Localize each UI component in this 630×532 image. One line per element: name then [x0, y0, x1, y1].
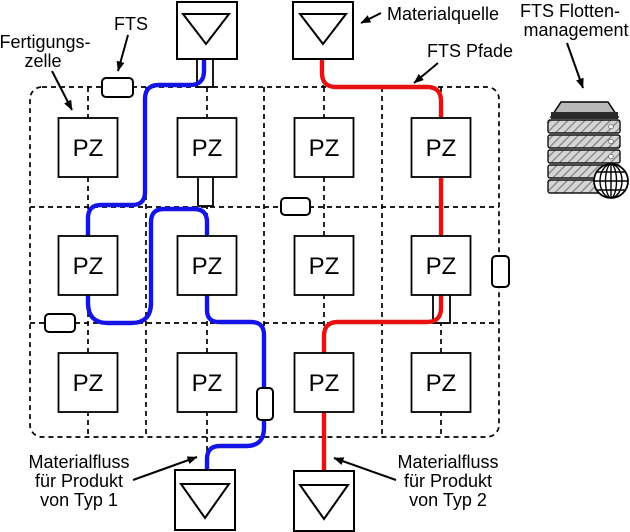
label-materialfluss-typ2: für Produkt [404, 471, 492, 491]
pz-cell-label: PZ [309, 253, 340, 280]
globe-icon [593, 163, 629, 199]
label-materialfluss-typ2: von Typ 2 [409, 490, 487, 510]
label-flottenmanagement: management [523, 20, 628, 40]
pz-cell-label: PZ [309, 370, 340, 397]
arrow-flottenmanagement [566, 42, 584, 89]
arrow-materialfluss-typ2 [333, 457, 397, 481]
label-materialquelle: Materialquelle [387, 4, 499, 24]
pz-cell: PZ [410, 235, 472, 296]
sink-triangle-icon [298, 484, 350, 521]
server-stack-icon [547, 101, 629, 199]
pz-cell-label: PZ [192, 135, 223, 162]
source-triangle-icon [180, 13, 232, 46]
label-materialfluss-typ2: Materialfluss [397, 452, 498, 472]
label-fertigungszelle: Fertigungs- [0, 32, 91, 52]
pz-cell: PZ [176, 235, 238, 296]
pz-cell-label: PZ [73, 135, 104, 162]
fts-vehicle-icon [101, 77, 134, 98]
pz-cell-label: PZ [309, 135, 340, 162]
pz-cell-label: PZ [426, 135, 457, 162]
pz-cell: PZ [410, 117, 472, 178]
material-source-2 [292, 1, 354, 60]
label-fts-pfade: FTS Pfade [427, 41, 513, 61]
pz-cell: PZ [293, 117, 355, 178]
label-materialfluss-typ1: für Produkt [35, 471, 123, 491]
sink-triangle-icon [179, 483, 231, 520]
fts-vehicle-icon [256, 387, 274, 421]
material-sink-2 [293, 470, 355, 532]
label-fts: FTS [114, 14, 148, 34]
pz-cell: PZ [176, 352, 238, 413]
arrow-fts-pfade [413, 62, 439, 84]
annotation-arrows [51, 12, 584, 481]
arrow-materialquelle [360, 12, 382, 24]
fts-vehicle-icon [491, 255, 510, 288]
pz-cell: PZ [293, 235, 355, 296]
pz-cell: PZ [293, 352, 355, 413]
arrow-fts [116, 34, 129, 72]
diagram-labels: Fertigungs- zelle FTS Materialquelle FTS… [0, 1, 629, 510]
fts-vehicles [44, 77, 510, 421]
production-cells: PZ PZ PZ PZ PZ PZ PZ PZ PZ PZ PZ PZ [57, 117, 472, 413]
pz-cell: PZ [57, 117, 119, 178]
label-flottenmanagement: FTS Flotten- [520, 1, 620, 21]
arrow-fertigungszelle [51, 70, 73, 111]
source-triangle-icon [297, 13, 349, 46]
pz-cell-label: PZ [73, 253, 104, 280]
label-fertigungszelle: zelle [24, 51, 61, 71]
label-materialfluss-typ1: von Typ 1 [40, 490, 118, 510]
pz-cell-label: PZ [73, 370, 104, 397]
dock-tab [197, 175, 214, 207]
pz-cell: PZ [176, 117, 238, 178]
pz-cell: PZ [410, 352, 472, 413]
fts-vehicle-icon [280, 197, 311, 216]
pz-cell-label: PZ [192, 253, 223, 280]
arrow-materialfluss-typ1 [132, 456, 198, 481]
pz-cell: PZ [57, 352, 119, 413]
material-flow-typ2-path [319, 59, 444, 471]
label-materialfluss-typ1: Materialfluss [28, 452, 129, 472]
pz-cell-label: PZ [192, 370, 223, 397]
material-source-1 [176, 1, 238, 60]
fts-vehicle-icon [44, 313, 76, 333]
pz-cell-label: PZ [426, 253, 457, 280]
pz-cell-label: PZ [426, 370, 457, 397]
material-sink-1 [174, 469, 236, 531]
pz-cell: PZ [57, 235, 119, 296]
